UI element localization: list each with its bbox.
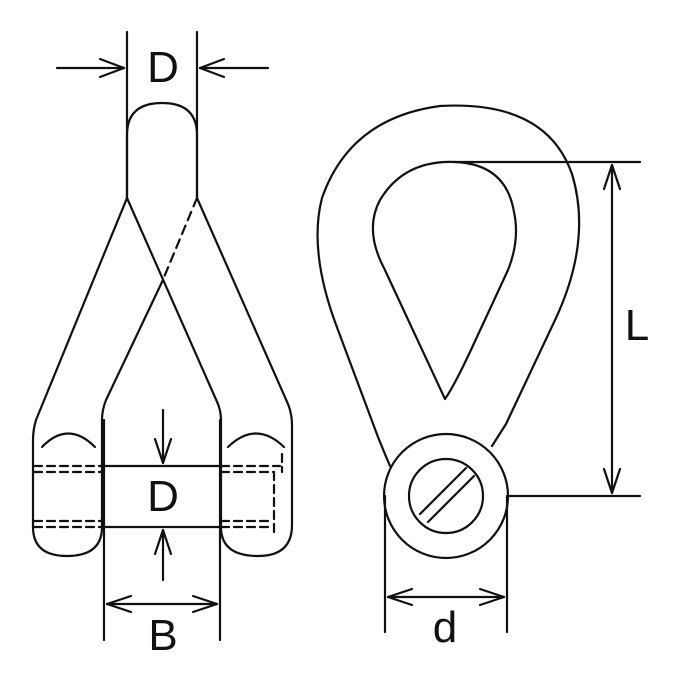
dimension-L: [453, 160, 642, 498]
dimension-top-D: [55, 30, 270, 200]
shackle-left-outer-leg: [31, 196, 129, 558]
label-B: B: [148, 611, 178, 660]
dimension-d: [383, 494, 509, 634]
twisted-shackle-front-view: [31, 101, 294, 558]
shackle-right-outer-leg: [195, 196, 294, 558]
side-inner-opening: [371, 160, 518, 401]
shackle-right-eye-cap: [226, 432, 286, 449]
side-eye-outer: [382, 432, 510, 560]
dimension-mid-D: [153, 408, 173, 582]
side-pin-head: [407, 457, 485, 535]
shackle-cross-front: [125, 196, 223, 422]
shackle-top-bow: [125, 101, 199, 200]
side-pin-slot: [418, 466, 476, 524]
label-D-top: D: [147, 43, 179, 92]
shackle-side-view: [316, 104, 581, 560]
label-d: d: [432, 603, 458, 652]
shackle-left-eye-cap: [40, 432, 97, 449]
side-outer-contour: [316, 104, 581, 468]
pin-hidden-end: [272, 452, 284, 535]
label-L: L: [624, 301, 650, 350]
shackle-cross-hidden: [160, 196, 199, 284]
shackle-left-inner-leg: [100, 280, 164, 422]
dimension-B: [102, 418, 222, 642]
label-D-mid: D: [147, 472, 179, 521]
